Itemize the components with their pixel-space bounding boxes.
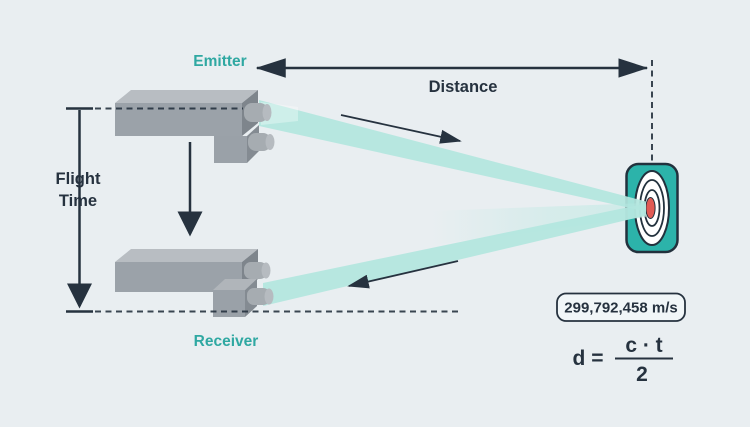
emitted-beam — [259, 100, 646, 212]
formula-denominator: 2 — [636, 363, 648, 386]
emitted-beam-direction-arrow — [340, 114, 462, 144]
receiver-label: Receiver — [194, 333, 259, 350]
receiver-lens-upper — [244, 262, 267, 279]
emitter-block-front-face — [214, 136, 247, 163]
bullseye-center — [645, 197, 656, 219]
emitter-lens-lower — [248, 133, 271, 151]
emitter-front-face — [115, 103, 242, 136]
distance-label: Distance — [429, 78, 498, 96]
distance-dimension: Distance — [255, 58, 649, 96]
formula: d = c · t 2 — [573, 334, 673, 386]
receiver-device — [115, 249, 274, 317]
emitter-lens-lower-cap — [265, 134, 275, 150]
speed-of-light-value: 299,792,458 m/s — [564, 300, 677, 317]
returned-beam-direction-arrow — [347, 260, 459, 289]
receiver-top-face — [115, 249, 258, 262]
receiver-front-face — [115, 262, 242, 292]
speed-of-light-badge: 299,792,458 m/s — [556, 292, 686, 322]
speed-of-light-box — [556, 292, 686, 322]
emitter-lens-upper-cap — [262, 104, 272, 121]
target — [625, 162, 679, 254]
emitter-top-face — [115, 90, 258, 103]
emitter-label: Emitter — [193, 53, 246, 70]
flight-time-label-line2: Time — [59, 192, 97, 210]
receiver-block-front-face — [213, 290, 245, 317]
receiver-lens-lower-cap — [264, 288, 274, 305]
formula-lhs: d = — [573, 347, 604, 370]
flight-time-label-line1: Flight — [56, 170, 101, 188]
beam-glow-fan — [432, 203, 646, 245]
flight-time-dimension: Flight Time — [56, 107, 101, 313]
receiver-lens-lower — [247, 288, 270, 305]
receiver-block-top-face — [213, 279, 257, 290]
emitter-device — [115, 90, 275, 163]
emitter-lens-upper — [244, 103, 268, 122]
receiver-lens-upper-cap — [261, 262, 271, 279]
formula-numerator: c · t — [625, 334, 662, 357]
